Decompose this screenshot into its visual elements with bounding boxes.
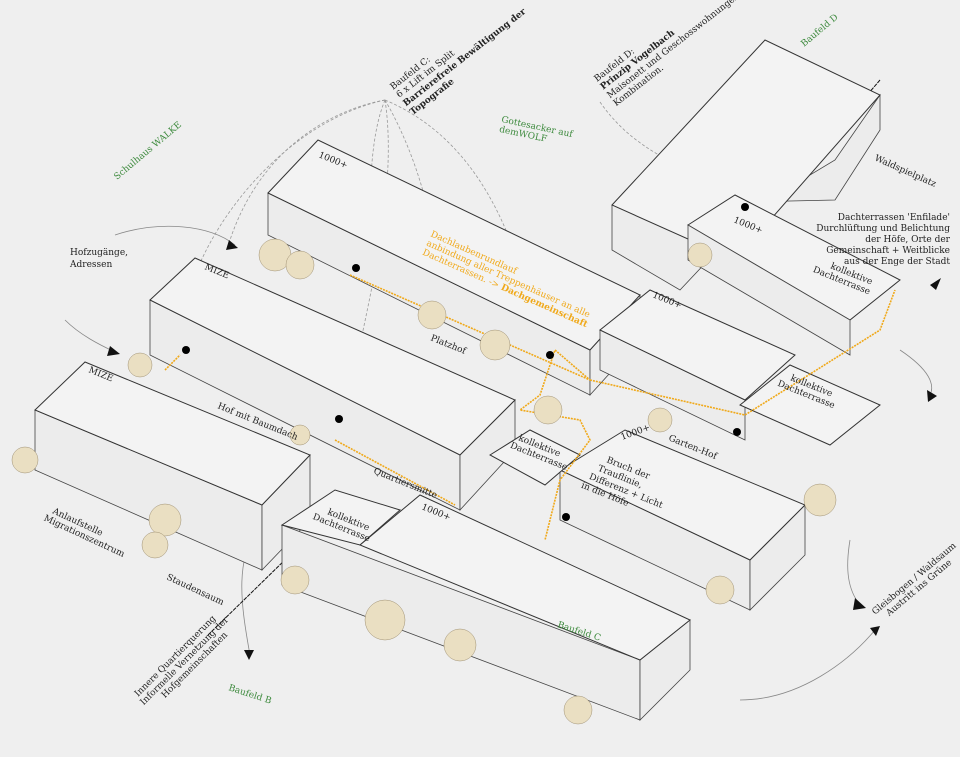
arrow-icon bbox=[927, 390, 937, 402]
arrow-icon bbox=[870, 626, 880, 636]
enfilade-annotation: Dachterrassen 'Enfilade' Durchlüftung un… bbox=[816, 213, 950, 267]
arrow-icon bbox=[107, 346, 120, 356]
quartierquerung-annotation: Innere Quartierquerung Informelle Vernet… bbox=[133, 614, 232, 708]
svg-text:Durchlüftung und Belichtung: Durchlüftung und Belichtung bbox=[816, 224, 950, 234]
gottesacker-label: Gottesacker auf demWOLF bbox=[498, 115, 574, 145]
svg-text:Informelle Vernetzung der: Informelle Vernetzung der bbox=[139, 615, 232, 708]
hofzugaenge-annotation: Hofzugänge, Adressen bbox=[69, 248, 128, 270]
building-middle bbox=[149, 257, 516, 512]
arrow-icon bbox=[853, 598, 866, 610]
arrow-icon bbox=[244, 650, 254, 660]
waldspielplatz-label: Waldspielplatz bbox=[873, 154, 938, 190]
building-front-left bbox=[34, 361, 311, 571]
svg-text:Gemeinschaft + Weitblicke: Gemeinschaft + Weitblicke bbox=[826, 246, 950, 256]
schulhaus-label: Schulhaus WALKE bbox=[113, 120, 184, 182]
trees bbox=[11, 238, 837, 725]
svg-text:aus der Enge der Stadt: aus der Enge der Stadt bbox=[844, 257, 950, 267]
svg-text:der Höfe, Orte der: der Höfe, Orte der bbox=[865, 235, 950, 245]
building-center-right bbox=[489, 429, 806, 611]
building-right-middle bbox=[599, 289, 881, 446]
svg-text:Hofzugänge,: Hofzugänge, bbox=[70, 248, 128, 258]
baufeld-d-label: Baufeld D bbox=[800, 13, 841, 50]
arrow-icon bbox=[930, 278, 941, 290]
svg-text:Gleisbogen / Waldsaum: Gleisbogen / Waldsaum bbox=[871, 541, 959, 617]
stair-core-markers bbox=[182, 203, 749, 521]
movement-arrows bbox=[64, 79, 941, 701]
svg-text:Adressen: Adressen bbox=[69, 260, 112, 270]
baufeld-c-annotation: Baufeld C: 6 x Lift im Split Barrierefre… bbox=[389, 6, 529, 117]
staudensaum-label: Staudensaum bbox=[165, 573, 226, 609]
building-baufeld-d bbox=[611, 39, 901, 356]
platzhof-label: Platzhof bbox=[429, 334, 468, 357]
svg-text:Barrierefreie Bewältigung der: Barrierefreie Bewältigung der bbox=[401, 6, 528, 109]
gleisbogen-annotation: Gleisbogen / Waldsaum Austritt ins Grüne bbox=[871, 541, 959, 619]
svg-text:Dachterrassen 'Enfilade': Dachterrassen 'Enfilade' bbox=[838, 213, 950, 223]
anlaufstelle-annotation: Anlaufstelle Migrationszentrum bbox=[42, 506, 126, 560]
building-baufeld-c bbox=[280, 489, 691, 721]
baufeld-b-label: Baufeld B bbox=[227, 683, 273, 706]
arrow-icon bbox=[226, 240, 238, 250]
dachlauben-route bbox=[164, 274, 896, 541]
